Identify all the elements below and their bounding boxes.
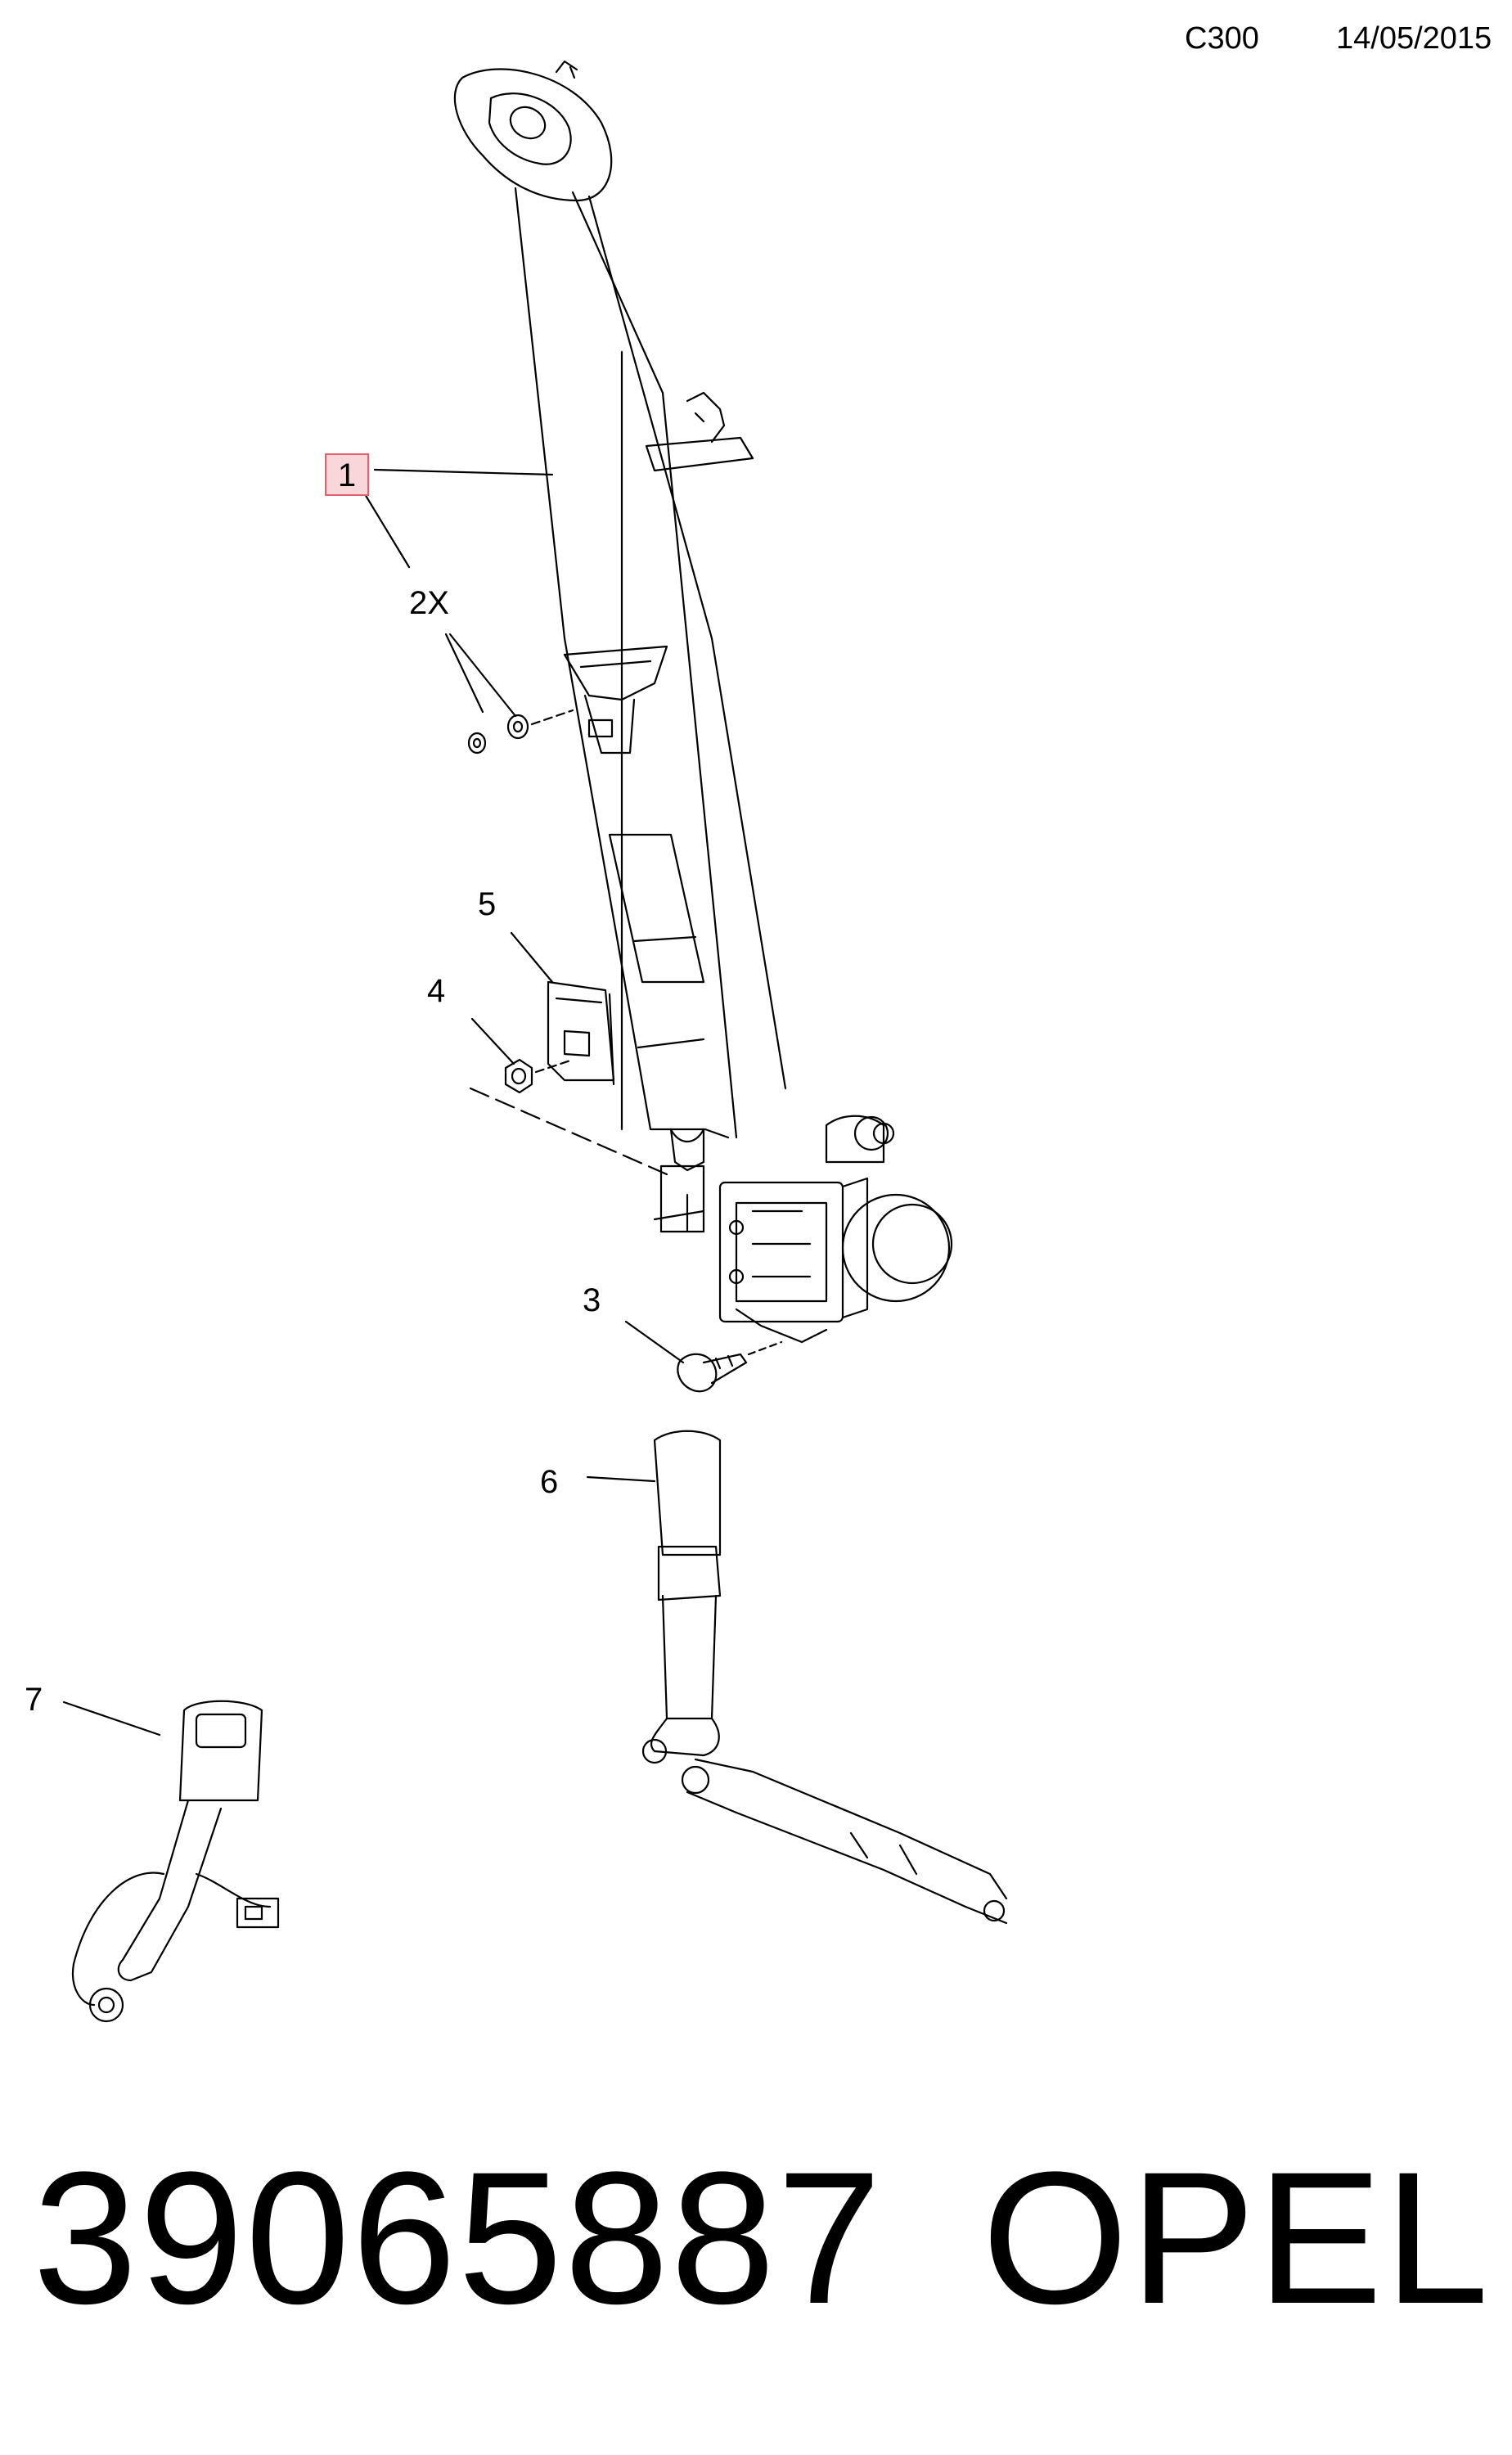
buckle-pretensioner-part[interactable] bbox=[641, 1430, 1008, 1925]
callout-1-highlight bbox=[325, 453, 369, 496]
diagram-date: 14/05/2015 bbox=[1336, 21, 1492, 56]
callout-6[interactable]: 6 bbox=[540, 1464, 558, 1500]
belt-sleeve bbox=[608, 833, 705, 1049]
nut-part[interactable] bbox=[469, 1058, 668, 1176]
diagram-code: C300 bbox=[1185, 21, 1259, 56]
callout-3[interactable]: 3 bbox=[583, 1282, 601, 1318]
belt-webbing bbox=[514, 187, 787, 1139]
bolt-part[interactable] bbox=[677, 1340, 783, 1393]
belt-guide-loop[interactable] bbox=[645, 391, 754, 472]
brand-name: OPEL bbox=[982, 2133, 1491, 2343]
buckle-part[interactable] bbox=[71, 1700, 280, 2023]
callout-2x[interactable]: 2X bbox=[409, 585, 449, 621]
callout-4[interactable]: 4 bbox=[427, 973, 445, 1009]
callout-5[interactable]: 5 bbox=[478, 886, 496, 922]
washer-parts[interactable] bbox=[467, 709, 574, 755]
callout-1[interactable]: 1 bbox=[338, 457, 356, 493]
leader-lines bbox=[62, 468, 685, 1737]
upper-anchor-part[interactable] bbox=[453, 60, 613, 202]
part-number: 39065887 bbox=[33, 2133, 884, 2343]
retractor-part[interactable] bbox=[718, 1115, 953, 1344]
tongue-plate[interactable] bbox=[563, 645, 668, 755]
lower-anchor-part[interactable] bbox=[653, 1128, 705, 1233]
cover-part[interactable] bbox=[547, 980, 615, 1086]
callout-7[interactable]: 7 bbox=[25, 1682, 43, 1718]
